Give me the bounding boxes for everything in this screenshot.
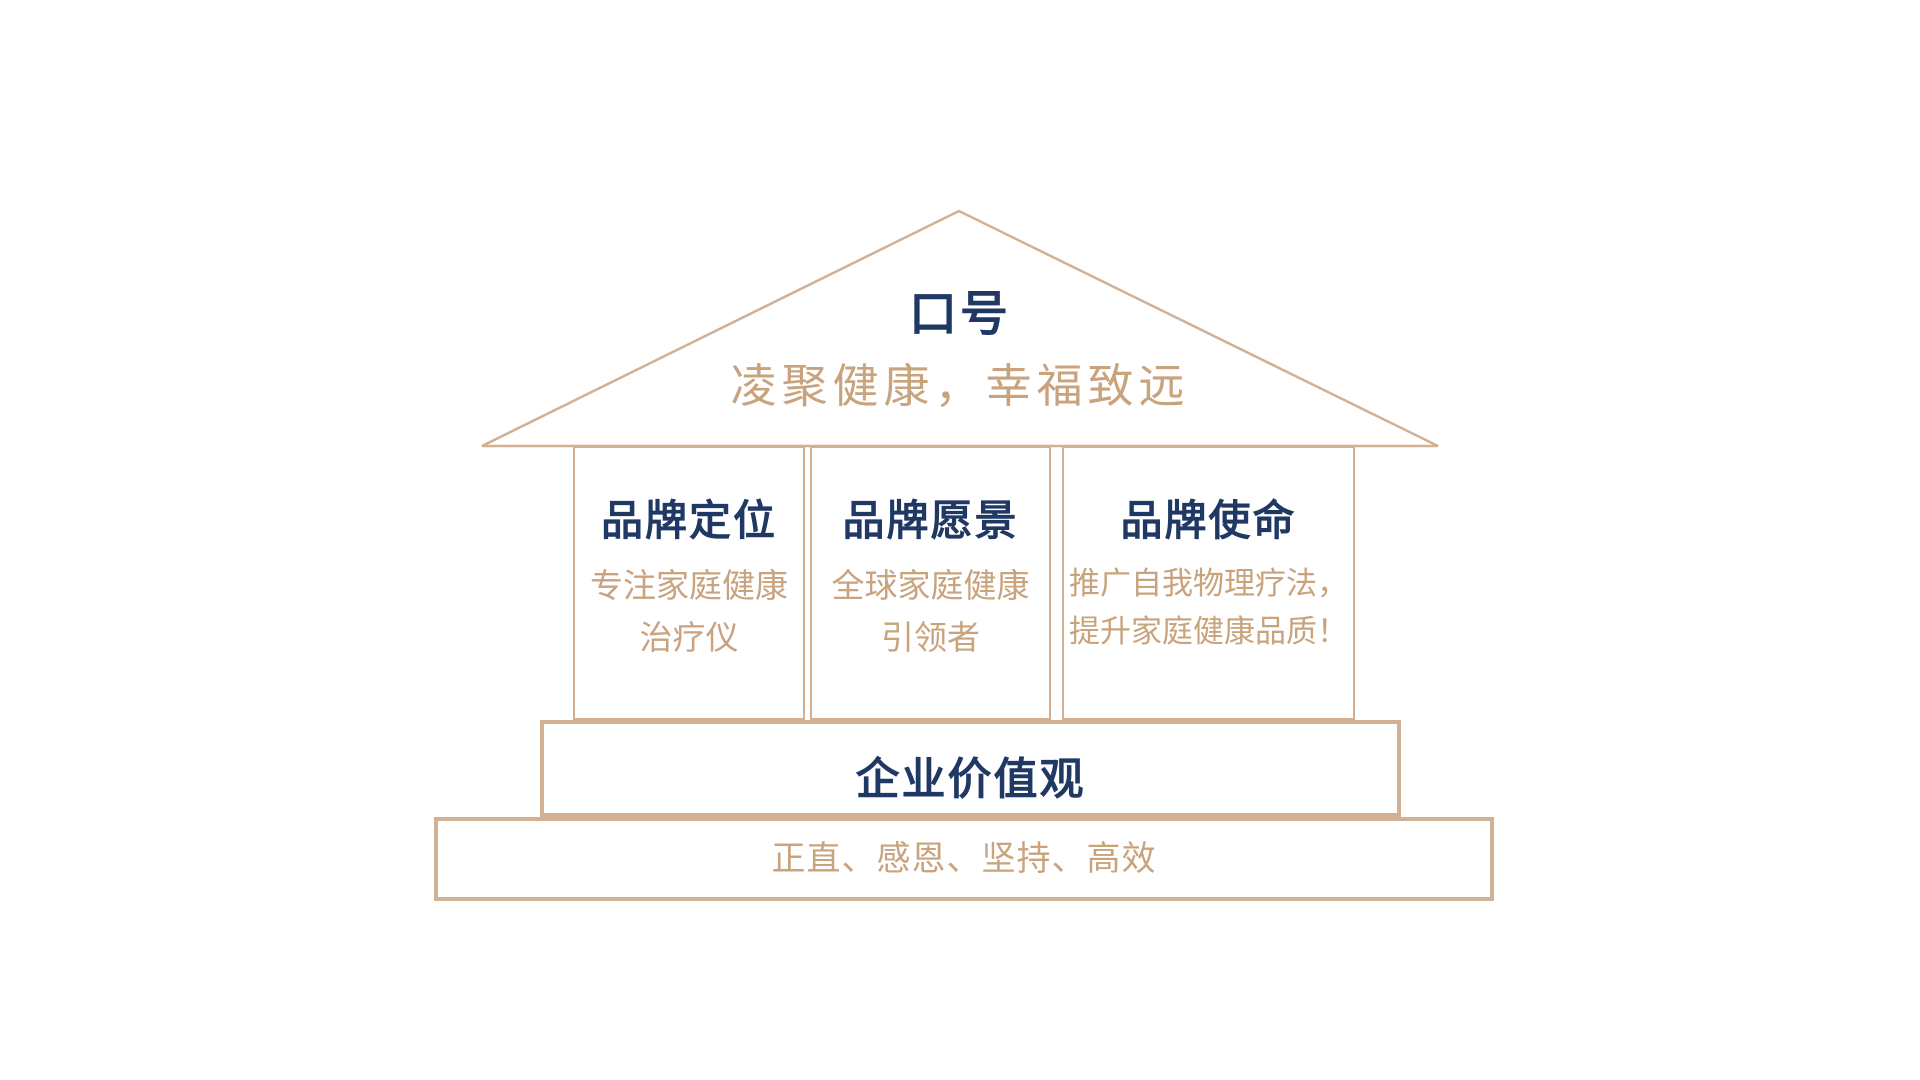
foundation-values-bar: 正直、感恩、坚持、高效 — [434, 817, 1494, 901]
pillar-brand-vision-description: 全球家庭健康 引领者 — [832, 560, 1030, 662]
description-line: 专注家庭健康 — [590, 567, 788, 605]
pillar-brand-vision-title: 品牌愿景 — [842, 497, 1019, 544]
foundation-values-text: 正直、感恩、坚持、高效 — [771, 839, 1157, 878]
pillar-brand-mission-description: 推广自我物理疗法， 提升家庭健康品质！ — [1069, 560, 1348, 656]
pillar-brand-positioning-title: 品牌定位 — [600, 497, 777, 544]
description-line: 推广自我物理疗法， — [1069, 566, 1348, 602]
pillar-brand-vision: 品牌愿景 全球家庭健康 引领者 — [810, 446, 1051, 720]
pillar-brand-positioning-description: 专注家庭健康 治疗仪 — [590, 560, 788, 662]
corporate-values-title: 企业价值观 — [855, 754, 1086, 804]
description-line: 引领者 — [881, 618, 980, 656]
description-line: 治疗仪 — [639, 618, 739, 656]
description-line: 提升家庭健康品质！ — [1069, 614, 1348, 650]
corporate-values-bar: 企业价值观 — [540, 720, 1401, 817]
slogan-heading: 口号 — [908, 288, 1011, 341]
pillar-brand-positioning: 品牌定位 专注家庭健康 治疗仪 — [573, 446, 805, 720]
pillar-brand-mission-title: 品牌使命 — [1120, 497, 1297, 544]
slogan-text: 凌聚健康，幸福致远 — [730, 360, 1190, 412]
pillar-brand-mission: 品牌使命 推广自我物理疗法， 提升家庭健康品质！ — [1062, 446, 1355, 720]
description-line: 全球家庭健康 — [831, 567, 1030, 605]
